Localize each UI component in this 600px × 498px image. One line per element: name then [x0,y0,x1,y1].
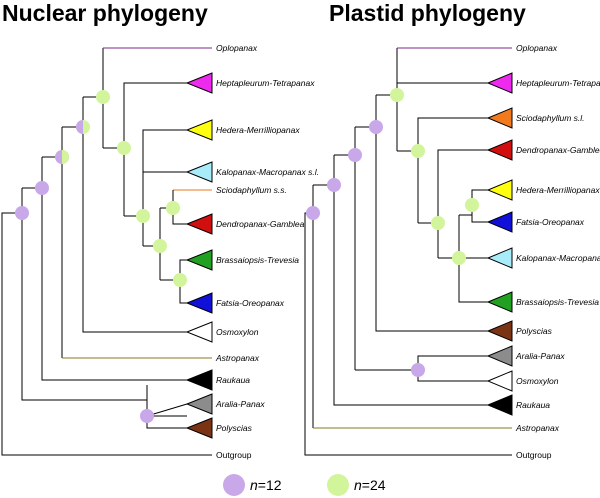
plastid-label-astropanax: Astropanax [515,423,560,433]
plastid-fatsia-triangle [486,211,513,233]
plastid-label-outgroup: Outgroup [516,450,552,460]
nuclear-label-polyscias: Polyscias [216,423,253,433]
nuclear-osmoxylon-triangle [185,321,213,343]
nuclear-nodes [15,90,187,423]
plastid-node-n12 [411,363,425,377]
nuclear-raukaua-triangle [185,369,213,391]
nuclear-node-mixed-half [62,150,69,164]
nuclear-label-astropanax: Astropanax [215,353,260,363]
plastid-dendropanax-triangle [486,139,513,161]
nuclear-dendropanax-triangle [185,213,213,235]
plastid-branches [304,48,512,456]
nuclear-heptapleurum-triangle [185,72,213,94]
nuclear-node-n12 [15,206,29,220]
nuclear-tree: Nuclear phylogeny [1,0,319,460]
plastid-node-n12 [327,178,341,192]
nuclear-label-sciodaphyllum: Sciodaphyllum s.s. [216,185,287,195]
nuclear-label-oplopanax: Oplopanax [216,43,258,53]
plastid-label-brassaiopsis: Brassaiopsis-Trevesia [516,297,599,307]
nuclear-node-n24 [136,209,150,223]
plastid-label-oplopanax: Oplopanax [516,43,558,53]
plastid-label-fatsia: Fatsia-Oreopanax [516,217,585,227]
plastid-node-n24 [411,144,425,158]
plastid-osmoxylon-triangle [486,370,513,392]
nuclear-node-n24 [153,239,167,253]
plastid-tree: Plastid phylogeny [304,0,600,460]
plastid-node-n24 [452,251,466,265]
plastid-node-n12 [306,206,320,220]
nuclear-title: Nuclear phylogeny [2,0,208,26]
plastid-node-n24 [431,216,445,230]
plastid-aralia-triangle [486,345,513,367]
plastid-label-osmoxylon: Osmoxylon [516,376,559,386]
plastid-nodes [306,88,479,377]
nuclear-label-outgroup: Outgroup [216,450,252,460]
nuclear-label-aralia: Aralia-Panax [215,399,265,409]
nuclear-node-n24 [166,201,180,215]
nuclear-branches [1,48,212,456]
legend-n24-label: n=24 [354,477,386,493]
nuclear-label-dendropanax: Dendropanax-Gamblea [216,219,305,229]
nuclear-aralia-triangle [185,393,213,415]
plastid-label-raukaua: Raukaua [516,400,550,410]
nuclear-label-fatsia: Fatsia-Oreopanax [216,298,285,308]
nuclear-node-n12 [140,409,154,423]
legend: n=12 n=24 [223,474,386,496]
legend-n12-swatch [223,474,245,496]
nuclear-label-hedera: Hedera-Merrilliopanax [216,125,300,135]
plastid-node-n12 [348,148,362,162]
plastid-label-sciodaphyllum: Sciodaphyllum s.l. [516,113,585,123]
nuclear-node-n24 [173,273,187,287]
plastid-labels: Oplopanax Heptapleurum-Tetrapanax Scioda… [515,43,600,460]
plastid-label-hedera: Hedera-Merrilliopanax [516,185,600,195]
nuclear-node-mixed-half [76,120,83,134]
plastid-heptapleurum-triangle [486,72,513,94]
nuclear-node-n24 [117,141,131,155]
plastid-kalopanax-triangle [486,247,513,269]
nuclear-brassaiopsis-triangle [185,249,213,271]
nuclear-fatsia-triangle [185,292,213,314]
plastid-label-dendropanax: Dendropanax-Gamblea [516,145,600,155]
plastid-hedera-triangle [486,179,513,201]
nuclear-hedera-triangle [185,119,213,141]
nuclear-label-kalopanax: Kalopanax-Macropanax s.l. [216,167,319,177]
plastid-node-n12 [369,120,383,134]
nuclear-triangles [185,72,213,439]
nuclear-label-heptapleurum: Heptapleurum-Tetrapanax [216,78,315,88]
legend-n12-label: n=12 [250,477,282,493]
plastid-label-polyscias: Polyscias [516,326,553,336]
nuclear-labels: Oplopanax Heptapleurum-Tetrapanax Hedera… [215,43,319,460]
nuclear-node-n12 [35,181,49,195]
plastid-title: Plastid phylogeny [329,0,526,26]
plastid-triangles [486,72,513,416]
plastid-polyscias-triangle [486,320,513,342]
plastid-label-heptapleurum: Heptapleurum-Tetrapanax [516,78,600,88]
nuclear-kalopanax-triangle [185,161,213,183]
legend-n24-swatch [327,474,349,496]
plastid-node-n24 [465,198,479,212]
nuclear-label-raukaua: Raukaua [216,375,250,385]
plastid-label-kalopanax: Kalopanax-Macropanax s.s. [516,253,600,263]
nuclear-label-osmoxylon: Osmoxylon [216,327,259,337]
plastid-label-aralia: Aralia-Panax [515,351,565,361]
plastid-raukaua-triangle [486,394,513,416]
plastid-sciodaphyllum-triangle [486,107,513,129]
plastid-node-n24 [390,88,404,102]
nuclear-node-n24 [96,90,110,104]
plastid-brassaiopsis-triangle [486,291,513,313]
nuclear-label-brassaiopsis: Brassaiopsis-Trevesia [216,255,299,265]
nuclear-polyscias-triangle [185,417,213,439]
